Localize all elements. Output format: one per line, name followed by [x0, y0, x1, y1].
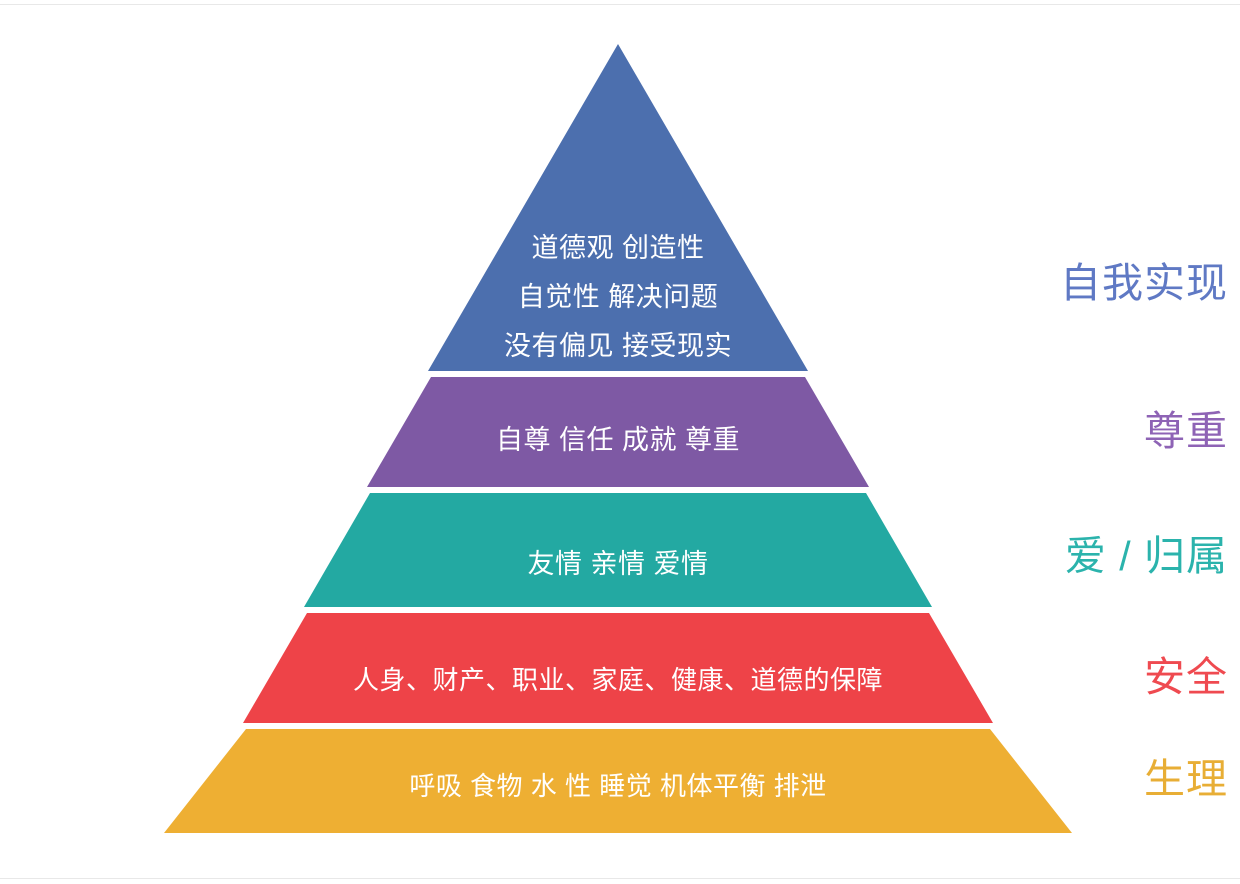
side-label-love-belonging: 爱 / 归属 — [1064, 533, 1228, 579]
tier-physiological-items: 呼吸 食物 水 性 睡觉 机体平衡 排泄 — [409, 771, 827, 801]
side-label-self-actualization: 自我实现 — [1060, 260, 1228, 306]
tier-safety-items: 人身、财产、职业、家庭、健康、道德的保障 — [352, 665, 884, 695]
pyramid-tier-esteem[interactable] — [367, 377, 869, 487]
bottom-divider — [0, 878, 1240, 879]
top-divider — [0, 4, 1240, 5]
tier-esteem-items: 自尊 信任 成就 尊重 — [495, 425, 741, 455]
tier-self-actualization-line-3: 没有偏见 接受现实 — [503, 331, 733, 361]
tier-self-actualization-line-2: 自觉性 解决问题 — [517, 282, 719, 312]
pyramid-tier-self-actualization[interactable] — [428, 44, 808, 371]
tier-self-actualization-line-1: 道德观 创造性 — [531, 233, 705, 263]
pyramid-tier-love-belonging[interactable] — [304, 493, 932, 607]
pyramid-tier-physiological[interactable] — [164, 729, 1072, 833]
pyramid-tier-safety[interactable] — [243, 613, 993, 723]
side-label-esteem: 尊重 — [1144, 408, 1228, 454]
side-label-physiological: 生理 — [1144, 756, 1228, 802]
tier-love-belonging-items: 友情 亲情 爱情 — [527, 549, 709, 579]
side-label-safety: 安全 — [1144, 654, 1228, 700]
